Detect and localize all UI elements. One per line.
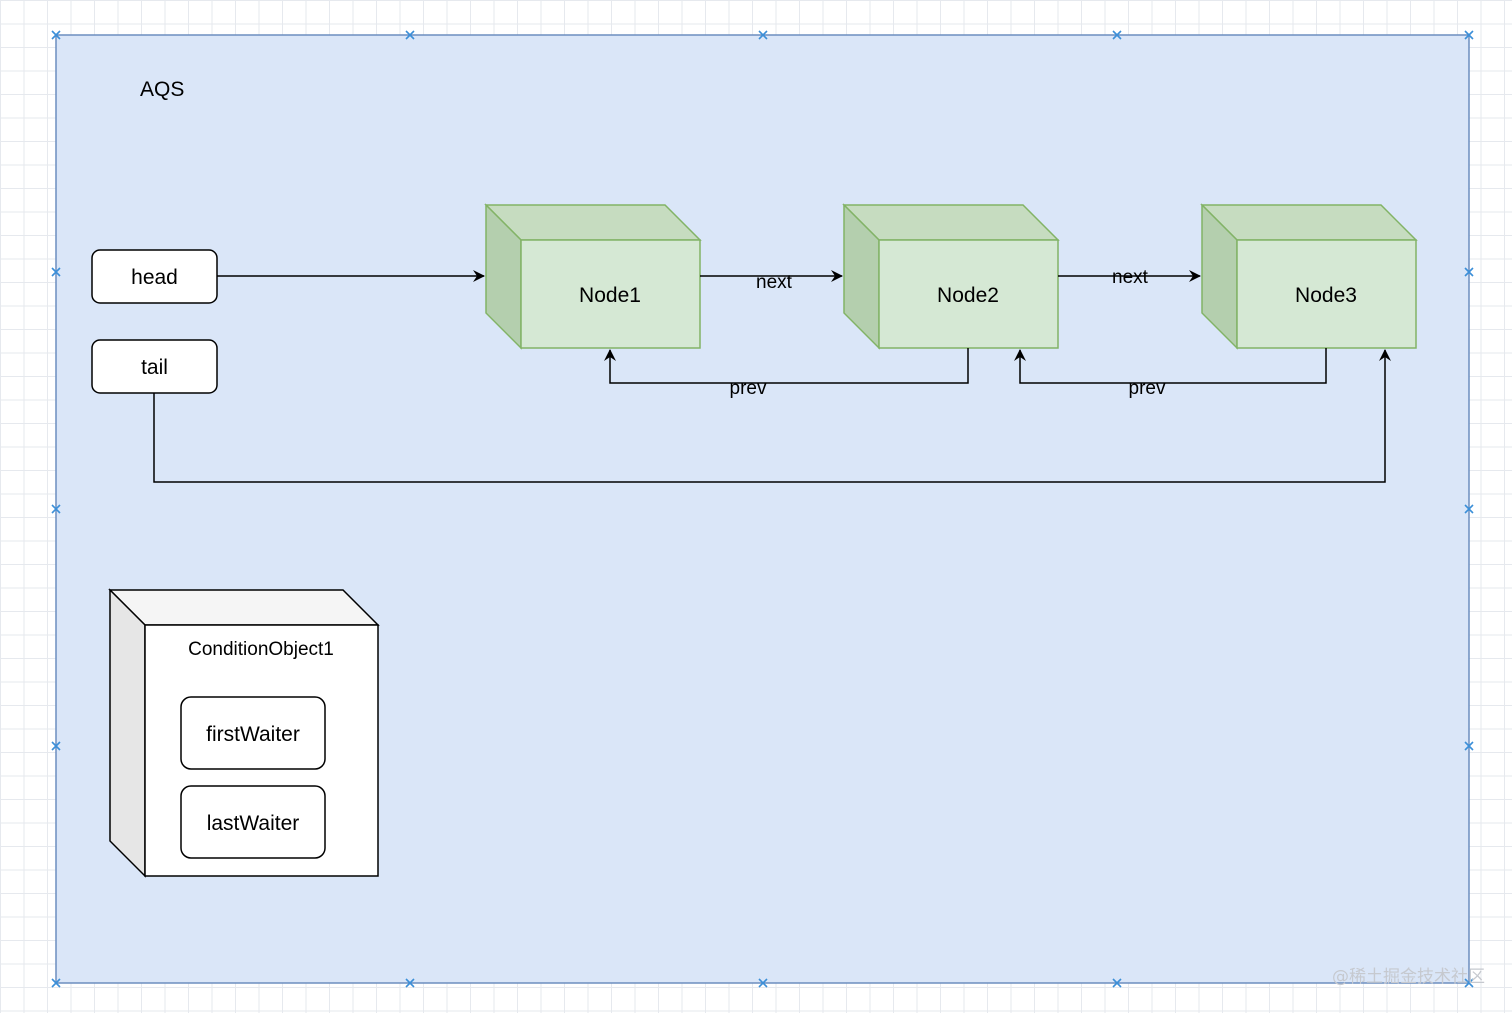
- prev-label-2: prev: [1129, 378, 1166, 399]
- watermark: @稀土掘金技术社区: [1332, 967, 1485, 987]
- node2-cube[interactable]: Node2: [842, 203, 1060, 350]
- first-waiter-box[interactable]: [180, 696, 326, 770]
- head-label: head: [131, 266, 178, 289]
- next-label-1: next: [756, 272, 793, 293]
- node3-cube[interactable]: Node3: [1200, 203, 1418, 350]
- node2-label: Node2: [937, 284, 999, 307]
- aqs-title: AQS: [140, 78, 184, 101]
- node1-label: Node1: [579, 284, 641, 307]
- prev-label-1: prev: [730, 378, 767, 399]
- tail-label: tail: [141, 356, 168, 379]
- selection-handles[interactable]: [51, 30, 1474, 988]
- node1-cube[interactable]: Node1: [484, 203, 702, 350]
- last-waiter-box[interactable]: [180, 785, 326, 859]
- last-waiter-label: lastWaiter: [207, 812, 300, 835]
- next-label-2: next: [1112, 267, 1149, 288]
- first-waiter-label: firstWaiter: [206, 723, 300, 746]
- node3-label: Node3: [1295, 284, 1357, 307]
- condition-object-title: ConditionObject1: [188, 639, 334, 660]
- node3-to-node2-prev-arrow[interactable]: [1014, 348, 1327, 384]
- node2-to-node1-prev-arrow[interactable]: [604, 348, 969, 384]
- tail-to-node3-arrow[interactable]: [153, 349, 1391, 483]
